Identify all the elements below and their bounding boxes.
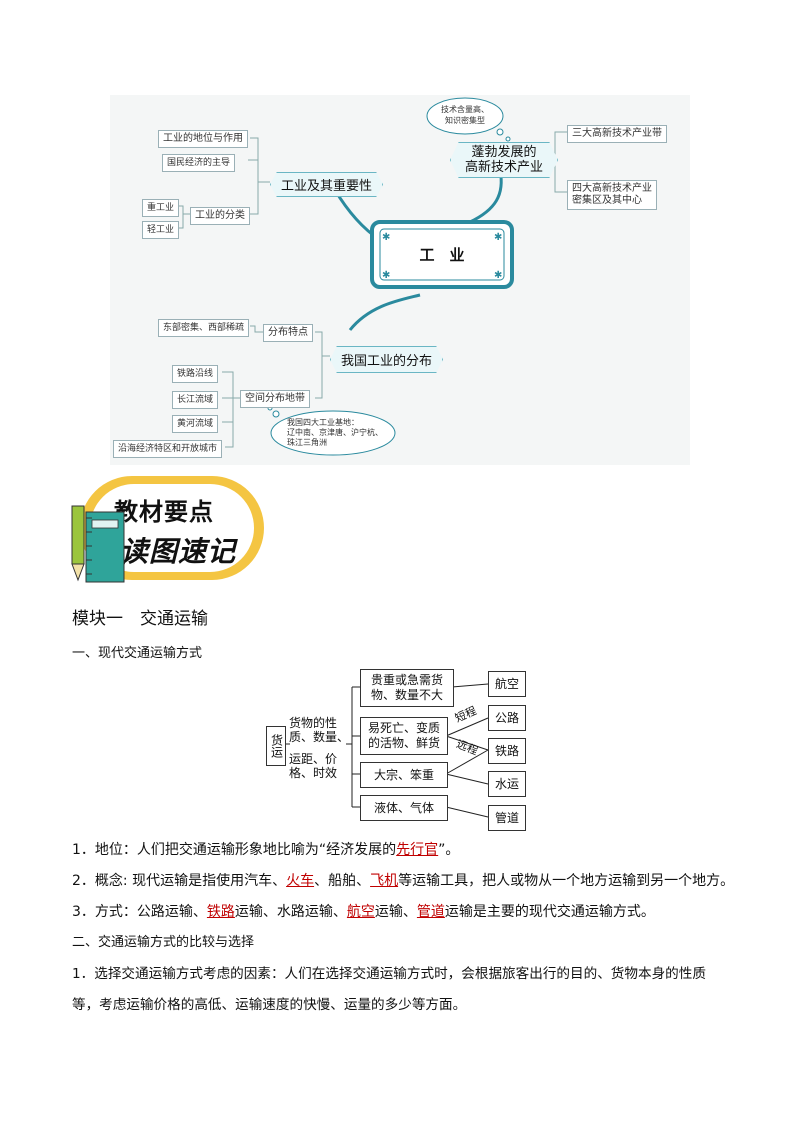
p3-keyword-rail: 铁路 bbox=[206, 904, 235, 920]
paragraph-factors-l2: 等，考虑运输价格的高低、运输速度的快慢、运量的多少等方面。 bbox=[72, 997, 467, 1013]
flow-mode-water: 水运 bbox=[488, 771, 526, 797]
p3-e: 运输、 bbox=[374, 904, 417, 920]
cloud-bases-l1: 我国四大工业基地： bbox=[287, 418, 359, 427]
cloud-bases: 我国四大工业基地： 辽中南、京津唐、沪宁杭、 珠江三角洲 bbox=[287, 418, 387, 448]
node-spatial-belts: 空间分布地带 bbox=[240, 390, 310, 408]
flow-factor1-l2: 质、数量、 bbox=[289, 730, 350, 744]
flow-root-text: 货运 bbox=[269, 734, 284, 758]
flow-mode-rail: 铁路 bbox=[488, 738, 526, 764]
flow-cargo-valuable: 贵重或急需货 物、数量不大 bbox=[360, 669, 454, 707]
p3-c: 运输、水路运输、 bbox=[234, 904, 347, 920]
node-economy-leading: 国民经济的主导 bbox=[162, 154, 236, 172]
notebook-pen-icon bbox=[71, 505, 125, 583]
node-industry-class: 工业的分类 bbox=[190, 207, 250, 225]
module-title: 模块一 交通运输 bbox=[72, 609, 208, 629]
p3-keyword-pipe: 管道 bbox=[416, 904, 445, 920]
node-three-belts: 三大高新技术产业带 bbox=[567, 125, 667, 143]
flow-cargo-perishable-l1: 易死亡、变质 bbox=[367, 721, 440, 735]
banner-line2: 读图速记 bbox=[120, 535, 237, 568]
node-coastal: 沿海经济特区和开放城市 bbox=[113, 440, 223, 458]
flow-cargo-perishable-l2: 的活物、鲜货 bbox=[367, 736, 440, 750]
branch-hightech: 蓬勃发展的 高新技术产业 bbox=[450, 142, 558, 178]
svg-text:✱: ✱ bbox=[382, 232, 390, 243]
p3-keyword-air: 航空 bbox=[346, 904, 375, 920]
flow-factor2: 运距、价 格、时效 bbox=[289, 752, 337, 780]
p2-keyword-train: 火车 bbox=[286, 873, 315, 889]
mindmap-connectors: ✱ ✱ ✱ ✱ bbox=[178, 97, 567, 456]
flow-factor2-l2: 格、时效 bbox=[289, 766, 338, 780]
p2-c: 、船舶、 bbox=[314, 873, 371, 889]
branch-industry-importance: 工业及其重要性 bbox=[270, 172, 384, 197]
node-heavy-industry: 重工业 bbox=[142, 199, 180, 217]
flow-cargo-liquid: 液体、气体 bbox=[360, 795, 448, 821]
mindmap-center: 工 业 bbox=[419, 246, 465, 264]
flow-cargo-valuable-l1: 贵重或急需货 bbox=[370, 673, 443, 687]
node-four-zones-l2: 密集区及其中心 bbox=[572, 195, 642, 206]
svg-text:✱: ✱ bbox=[494, 232, 502, 243]
node-industry-role: 工业的地位与作用 bbox=[158, 130, 248, 148]
p2-e: 等运输工具，把人或物从一个地方运输到另一个地方。 bbox=[398, 873, 735, 889]
cloud-hightech-l1: 技术含量高、 bbox=[441, 105, 489, 114]
paragraph-factors-l1: 1．选择交通运输方式考虑的因素：人们在选择交通运输方式时，会根据旅客出行的目的、… bbox=[72, 966, 706, 982]
p3-a: 3．方式：公路运输、 bbox=[72, 904, 207, 920]
section-heading-2: 二、交通运输方式的比较与选择 bbox=[72, 935, 255, 950]
p1-keyword: 先行官 bbox=[396, 842, 439, 858]
flow-cargo-bulk: 大宗、笨重 bbox=[360, 762, 448, 788]
branch-hightech-line2: 高新技术产业 bbox=[464, 160, 543, 175]
cloud-bases-l3: 珠江三角洲 bbox=[287, 438, 327, 447]
node-dist-features: 分布特点 bbox=[263, 324, 313, 342]
p2-a: 2．概念: 现代运输是指使用汽车、 bbox=[72, 873, 287, 889]
paragraph-modes: 3．方式：公路运输、铁路运输、水路运输、航空运输、管道运输是主要的现代交通运输方… bbox=[72, 902, 655, 922]
flowchart-lines bbox=[284, 683, 489, 818]
paragraph-position: 1．地位：人们把交通运输形象地比喻为“经济发展的先行官”。 bbox=[72, 840, 459, 860]
flow-mode-air: 航空 bbox=[488, 671, 526, 697]
cloud-bases-l2: 辽中南、京津唐、沪宁杭、 bbox=[287, 428, 383, 437]
p1-c: ”。 bbox=[438, 842, 460, 858]
node-light-industry: 轻工业 bbox=[142, 221, 180, 239]
node-four-zones-l1: 四大高新技术产业 bbox=[572, 183, 652, 194]
banner: 教材要点 读图速记 bbox=[70, 476, 270, 586]
p1-a: 1．地位：人们把交通运输形象地比喻为“经济发展的 bbox=[72, 842, 397, 858]
node-railway: 铁路沿线 bbox=[172, 365, 219, 383]
p2-keyword-plane: 飞机 bbox=[370, 873, 399, 889]
node-east-west: 东部密集、西部稀疏 bbox=[158, 319, 250, 337]
flow-cargo-valuable-l2: 物、数量不大 bbox=[370, 688, 443, 702]
banner-line1: 教材要点 bbox=[114, 498, 214, 526]
flow-mode-road: 公路 bbox=[488, 705, 526, 731]
p3-g: 运输是主要的现代交通运输方式。 bbox=[444, 904, 655, 920]
node-yangtze: 长江流域 bbox=[172, 391, 219, 409]
flow-cargo-perishable: 易死亡、变质 的活物、鲜货 bbox=[360, 717, 448, 755]
paragraph-concept: 2．概念: 现代运输是指使用汽车、火车、船舶、飞机等运输工具，把人或物从一个地方… bbox=[72, 871, 734, 891]
flow-factor1-l1: 货物的性 bbox=[289, 716, 338, 730]
node-four-zones: 四大高新技术产业 密集区及其中心 bbox=[567, 180, 657, 210]
svg-text:✱: ✱ bbox=[382, 270, 390, 281]
svg-text:✱: ✱ bbox=[494, 270, 502, 281]
flow-factor1: 货物的性 质、数量、 bbox=[289, 716, 349, 744]
branch-distribution: 我国工业的分布 bbox=[330, 346, 444, 373]
flow-factor2-l1: 运距、价 bbox=[289, 752, 338, 766]
flow-root: 货运 bbox=[266, 726, 286, 766]
section-heading-1: 一、现代交通运输方式 bbox=[72, 646, 203, 661]
branch-hightech-line1: 蓬勃发展的 bbox=[471, 145, 537, 160]
cloud-hightech-l2: 知识密集型 bbox=[445, 116, 485, 125]
flow-mode-pipeline: 管道 bbox=[488, 805, 526, 831]
cloud-hightech: 技术含量高、 知识密集型 bbox=[433, 104, 497, 126]
node-yellow-river: 黄河流域 bbox=[172, 415, 219, 433]
